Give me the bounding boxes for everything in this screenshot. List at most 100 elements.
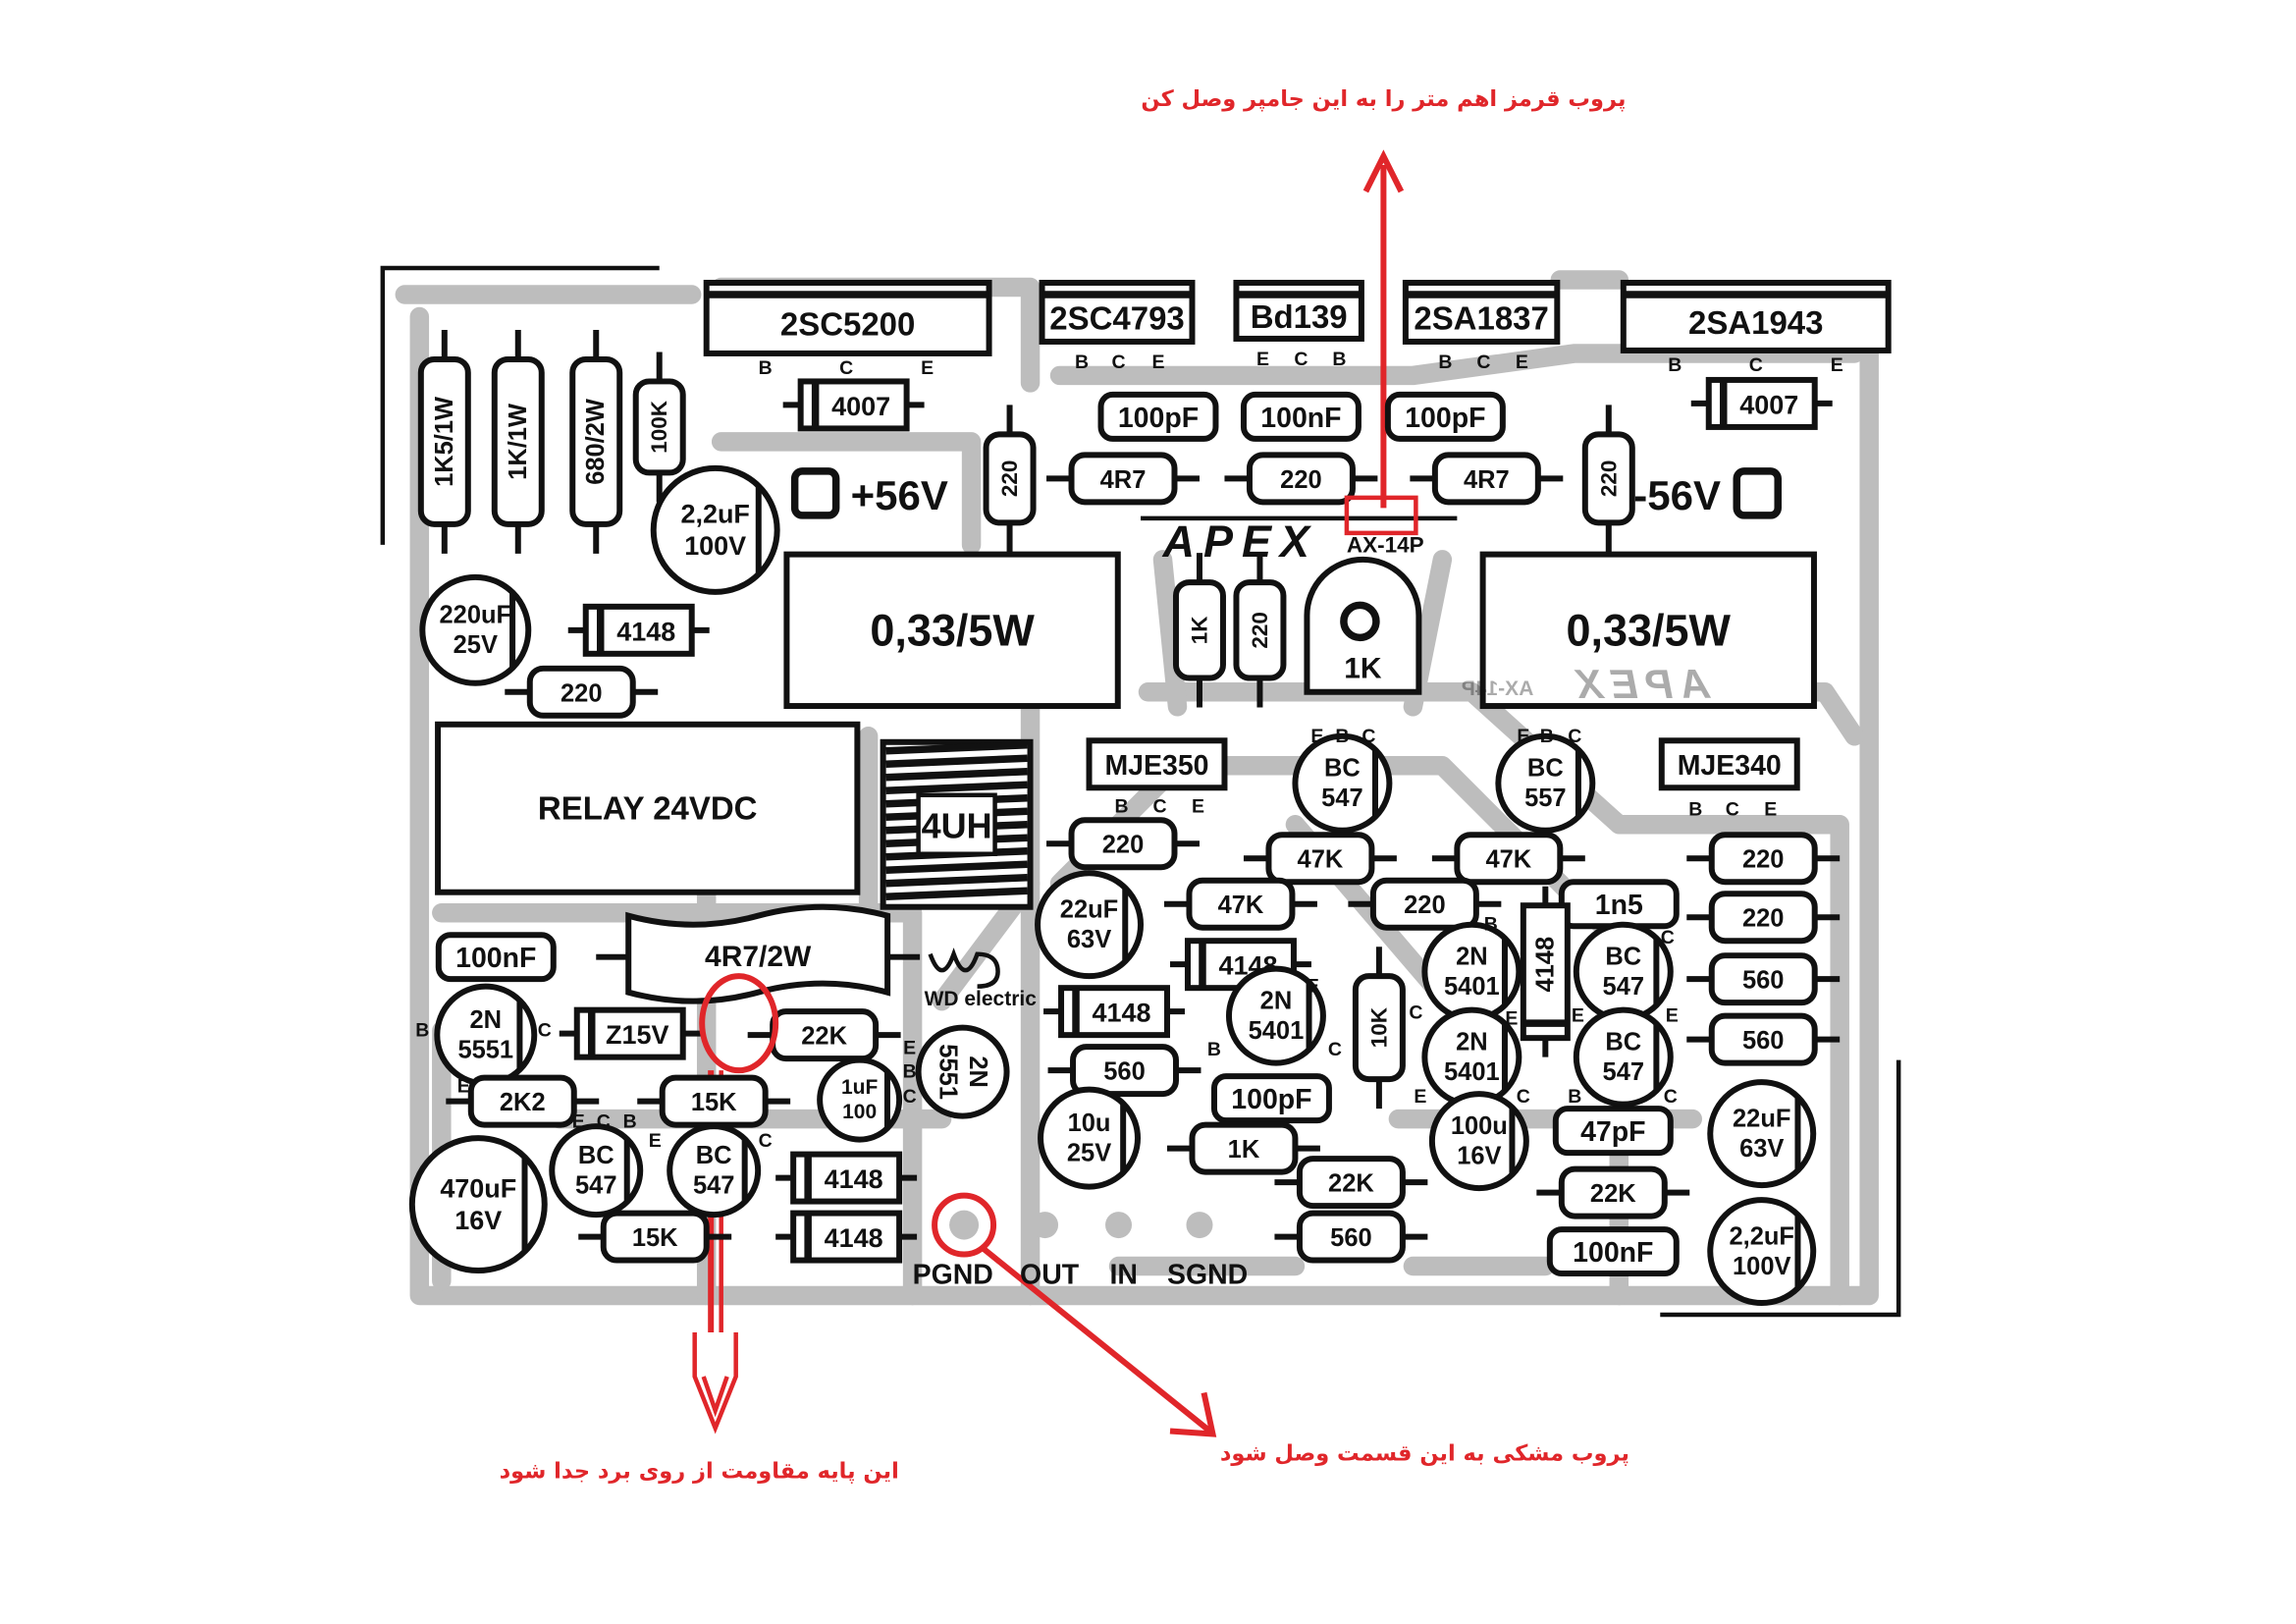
component-z15v: Z15V [559,1006,701,1060]
transistor-label: 2SC4793 [1049,299,1184,336]
component-4007: 4007 [782,378,925,432]
pin-label: C [1362,726,1375,747]
black-probe-note: پروب مشکی به این قسمت وصل شود [1220,1440,1629,1466]
component-label: 4148 [616,617,675,646]
component-label: 5401 [1249,1017,1305,1045]
pin-label: B [1335,726,1349,747]
component-label: MJE350 [1104,750,1208,782]
component-220: 220 [1581,405,1635,553]
pin-label: C [1409,1002,1422,1024]
component-2n-5401: 2N 5401 [1225,965,1326,1066]
component-4007: 4007 [1690,376,1833,430]
component-label: 0,33/5W [1567,605,1732,655]
component-label: 100V [684,531,746,561]
component-label: 5401 [1444,1058,1500,1086]
component-label: 47pF [1580,1116,1645,1148]
component-label: 560 [1330,1224,1372,1252]
board-outline [380,265,1901,1318]
component-label: BC [1605,943,1641,970]
component-label: 100pF [1231,1084,1311,1115]
component-4148: 4148 [567,603,710,657]
component-label: 4148 [825,1223,883,1253]
component-label: Z15V [606,1020,668,1050]
component-label: 22K [801,1023,847,1051]
component-label: 2N [1260,987,1293,1014]
component-0-33-5w: 0,33/5W [783,551,1121,710]
component-label: 4R7/2W [705,941,812,973]
component-47k: 47K [1431,832,1585,886]
component-label: 220 [997,460,1022,498]
pin-label: B [1438,352,1452,373]
arrow-up-head-icon [1362,149,1405,193]
component-4r7-2w: 4R7/2W [596,903,921,1004]
pin-label: E [1256,349,1269,370]
pin-label: E [1666,1005,1679,1027]
pin-label: E [1831,354,1843,376]
pin-label: B [415,1020,429,1042]
component-mje350: MJE350 [1086,737,1228,791]
component-label: 10K [1366,1006,1391,1048]
connector-sgnd: SGND [1167,1260,1248,1291]
component-label: 1K [1187,616,1211,645]
component-label: 2N [470,1006,503,1034]
component-label: 0,33/5W [870,605,1035,655]
component-label: 2N [1456,943,1488,970]
component-0-33-5w: 0,33/5W [1479,551,1817,710]
component-label: 560 [1742,1027,1785,1055]
component-label: BC [1605,1028,1641,1056]
component-1k5-1w: 1K5/1W [417,329,471,554]
wd-electric-logo: WD electric [925,988,1038,1010]
pin-label: E [921,357,934,379]
component-label: 2N [1456,1028,1488,1056]
arrow-diagonal-line [981,1246,1212,1434]
transistor-label: 2SA1943 [1688,304,1823,341]
component-label: 547 [1603,1058,1645,1086]
component-label: 25V [454,631,498,659]
component-label: 2K2 [500,1089,546,1116]
component-label: 25V [1067,1139,1111,1166]
component-560: 560 [1686,1012,1841,1066]
component-100nf: 100nF [1240,391,1362,442]
pin-label: E [1310,726,1323,747]
component-4uh: 4UH [880,738,1034,910]
pin-label: E [1151,352,1164,373]
component-1k: 1K [1172,553,1226,708]
component-bc-547: BC 547 [1573,921,1674,1022]
component-label: 680/2W [582,398,610,485]
connector-labels: PGND OUT IN SGND [913,1260,1249,1291]
component-label: 15K [691,1089,737,1116]
annotation-black-probe: پروب مشکی به این قسمت وصل شود [932,1192,1629,1466]
component-label: BC [1527,754,1564,782]
component-220: 220 [1686,891,1841,945]
component-label: 100u [1451,1112,1508,1140]
component-label: RELAY 24VDC [538,790,758,827]
component-100k: 100K [632,352,686,503]
component-label: 100 [842,1101,877,1123]
component-label: 470uF [440,1173,516,1203]
component-label: 47K [1298,846,1344,874]
component-label: 220 [1404,892,1446,919]
pad-plus-56v [790,467,840,519]
pin-label: C [839,357,853,379]
component-220: 220 [983,405,1037,553]
lift-leg-note: این پایه مقاومت از روی برد جدا شود [500,1458,899,1484]
component-relay-24vdc: RELAY 24VDC [435,721,861,895]
component-100pf: 100pF [1384,391,1506,442]
component-label: 2,2uF [1729,1222,1794,1250]
pin-label: E [1505,1008,1518,1030]
component-220: 220 [1224,452,1378,506]
component-label: BC [1324,754,1361,782]
component-47pf: 47pF [1552,1106,1674,1157]
component-label: 547 [1603,973,1645,1001]
component-label: 47K [1218,892,1264,919]
pin-label: C [903,1086,917,1108]
